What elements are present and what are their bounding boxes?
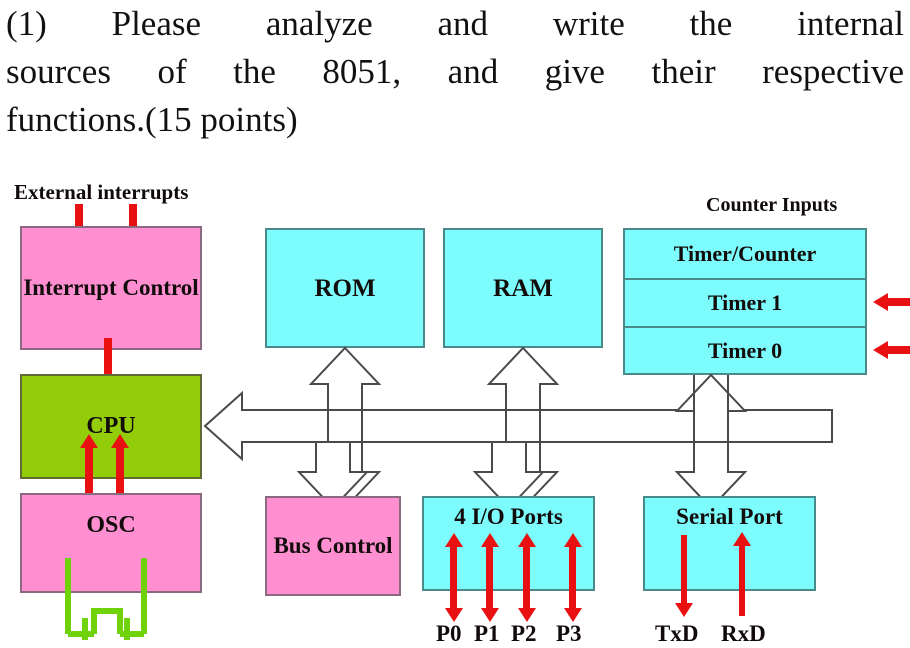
port-label-p3: P3: [556, 621, 582, 646]
port-label-txd: TxD: [655, 621, 699, 646]
port-label-p1: P1: [474, 621, 500, 646]
block-cpu[interactable]: CPU: [20, 374, 202, 479]
block-ram-label: RAM: [493, 274, 553, 302]
port-label-p2: P2: [511, 621, 537, 646]
block-timer-0-label: Timer 0: [707, 337, 783, 363]
port-label-rxd: RxD: [721, 621, 766, 646]
port-label-p0: P0: [436, 621, 462, 646]
block-osc-label: OSC: [86, 512, 136, 538]
block-timer-counter-label: Timer/Counter: [673, 241, 817, 267]
question-line-1: (1) Please analyze and write the interna…: [6, 4, 904, 43]
counter-inputs-label: Counter Inputs: [706, 194, 838, 216]
block-rom[interactable]: ROM: [265, 228, 425, 348]
block-serial-port[interactable]: Serial Port: [643, 496, 816, 591]
system-bus: [203, 346, 833, 510]
question-text: (1) Please analyze and write the interna…: [0, 0, 910, 144]
block-timer-counter[interactable]: Timer/Counter: [623, 228, 867, 280]
crystal-oscillator-icon: [65, 558, 147, 640]
block-timer-1-label: Timer 1: [707, 290, 783, 316]
block-io-ports-label: 4 I/O Ports: [454, 504, 563, 529]
block-timer-0[interactable]: Timer 0: [623, 326, 867, 375]
block-bus-control[interactable]: Bus Control: [265, 496, 401, 596]
external-interrupts-label: External interrupts: [14, 180, 189, 204]
block-interrupt-control-label: Interrupt Control: [23, 274, 199, 300]
block-osc[interactable]: OSC: [20, 493, 202, 593]
block-rom-label: ROM: [314, 274, 376, 302]
block-bus-control-label: Bus Control: [273, 532, 393, 558]
question-line-3: functions.(15 points): [6, 100, 298, 139]
block-serial-port-label: Serial Port: [676, 504, 783, 529]
block-ram[interactable]: RAM: [443, 228, 603, 348]
block-diagram-8051: External interrupts Counter Inputs Inter…: [0, 178, 910, 648]
question-line-2: sources of the 8051, and give their resp…: [6, 52, 904, 91]
